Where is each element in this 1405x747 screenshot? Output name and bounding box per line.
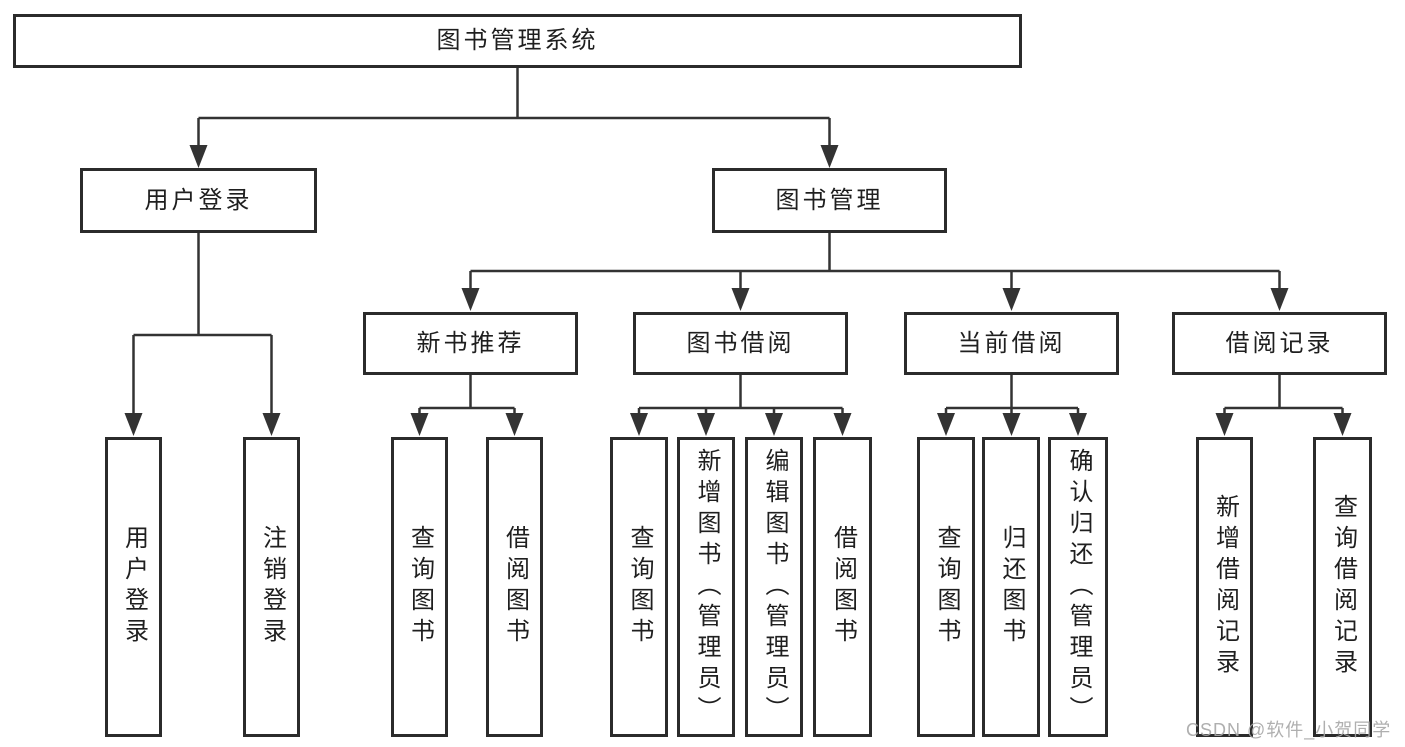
node-user-login: 用户登录 <box>80 168 317 233</box>
node-book-management: 图书管理 <box>712 168 947 233</box>
leaf-add-borrow-record: 新增借阅记录 <box>1196 437 1253 737</box>
watermark: CSDN @软件_小贺同学 <box>1186 720 1392 740</box>
leaf-return-book: 归还图书 <box>982 437 1040 737</box>
node-current-borrow: 当前借阅 <box>904 312 1119 375</box>
leaf-current-query-book: 查询图书 <box>917 437 975 737</box>
leaf-user-login: 用户登录 <box>105 437 162 737</box>
leaf-query-borrow-record: 查询借阅记录 <box>1313 437 1372 737</box>
node-book-borrow: 图书借阅 <box>633 312 848 375</box>
node-new-book-recommend: 新书推荐 <box>363 312 578 375</box>
leaf-edit-book-admin: 编辑图书（管理员） <box>745 437 803 737</box>
leaf-borrow-book: 借阅图书 <box>813 437 872 737</box>
leaf-recommend-query-book: 查询图书 <box>391 437 448 737</box>
leaf-add-book-admin: 新增图书（管理员） <box>677 437 735 737</box>
leaf-confirm-return-admin: 确认归还（管理员） <box>1048 437 1108 737</box>
leaf-logout: 注销登录 <box>243 437 300 737</box>
leaf-recommend-borrow-book: 借阅图书 <box>486 437 543 737</box>
leaf-borrow-query-book: 查询图书 <box>610 437 668 737</box>
node-root: 图书管理系统 <box>13 14 1022 68</box>
node-borrow-record: 借阅记录 <box>1172 312 1387 375</box>
